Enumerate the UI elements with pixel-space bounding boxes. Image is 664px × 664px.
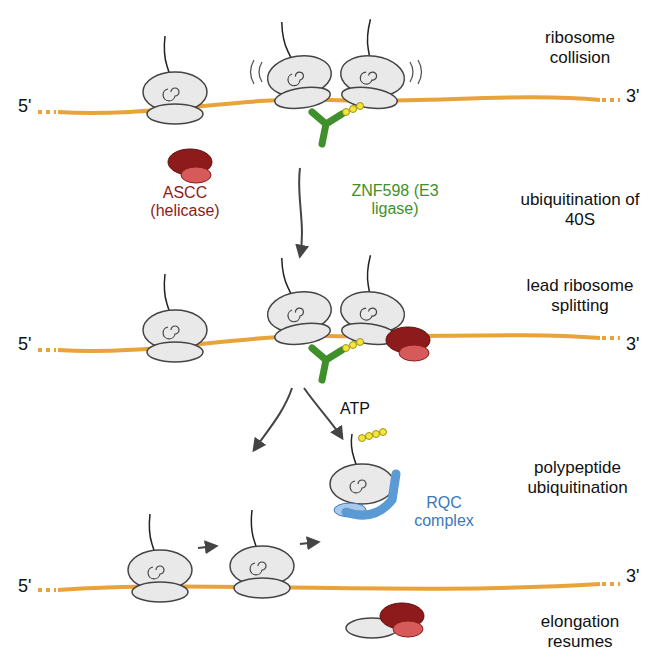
step-arrow [299,168,302,256]
step-label: polypeptide ubiquitination [505,458,650,497]
protein-label: ASCC (helicase) [130,184,240,221]
movement-arrow [300,542,318,544]
ribosome [260,16,336,112]
strand-end: 3' [626,566,639,587]
movement-arrow [198,546,216,548]
mrna-strand [38,335,620,351]
strand-end: 5' [18,96,31,117]
step-label: elongation resumes [510,612,650,651]
ribosome [143,274,207,362]
cofactor-label: ATP [340,400,370,418]
strand-end: 3' [626,334,639,355]
strand-end: 5' [18,576,31,597]
ribosome [128,514,192,602]
mrna-strand [38,97,620,113]
rqc-complex [346,474,396,515]
ubiquitin-chain [359,429,387,442]
ascc-helicase [380,603,424,637]
ascc-helicase [168,149,212,183]
znf598-ligase [312,339,364,381]
mrna-strand [38,584,620,590]
protein-label: ZNF598 (E3 ligase) [340,182,450,219]
step-arrow [254,388,292,450]
ribosome [336,16,412,112]
large-subunit [330,434,394,504]
ribosome [230,510,294,598]
step-label: lead ribosome splitting [510,276,650,315]
ribosome [260,252,336,348]
step-label: ribosome collision [518,28,642,67]
znf598-ligase [312,103,364,145]
ribosome [143,36,207,124]
strand-end: 5' [18,334,31,355]
protein-label: RQC complex [404,494,484,531]
ascc-helicase [386,327,430,361]
step-label: ubiquitination of 40S [510,190,650,229]
step-arrow [304,388,342,438]
shake-marks [251,60,422,84]
strand-end: 3' [626,86,639,107]
